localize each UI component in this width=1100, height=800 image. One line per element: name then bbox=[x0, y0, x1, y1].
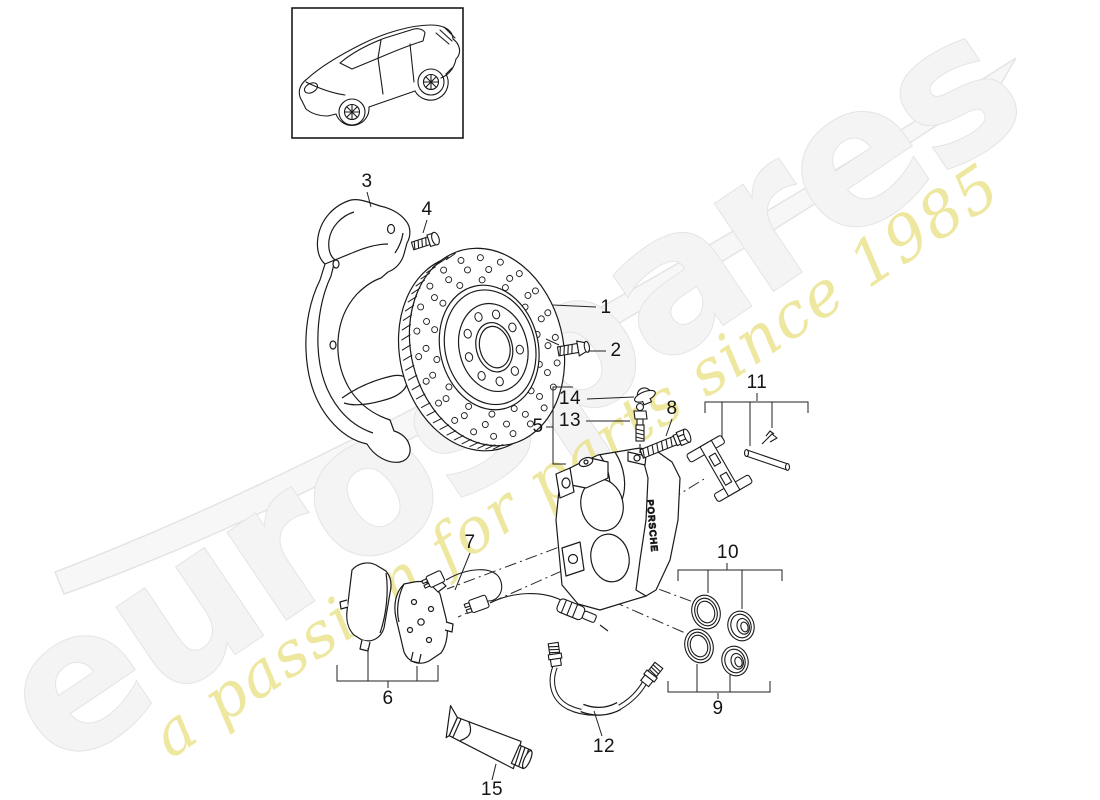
screw-2-drawing bbox=[556, 340, 591, 357]
cotter-clip-drawing bbox=[761, 430, 778, 445]
disc-vent-hatch bbox=[401, 252, 504, 450]
part-callout-10: 10 bbox=[716, 542, 740, 563]
retaining-clip-set-drawing bbox=[686, 430, 791, 502]
part-callout-2: 2 bbox=[610, 340, 622, 361]
part-callout-9: 9 bbox=[712, 698, 724, 719]
part-callout-7: 7 bbox=[464, 532, 476, 553]
part-callout-14: 14 bbox=[558, 388, 582, 409]
leader-lines bbox=[336, 191, 809, 781]
part-callout-12: 12 bbox=[592, 736, 616, 757]
part-callout-8: 8 bbox=[666, 398, 678, 419]
part-callout-11: 11 bbox=[746, 372, 768, 393]
part-callout-4: 4 bbox=[421, 199, 433, 220]
car-thumbnail-frame bbox=[291, 7, 464, 139]
dust-cap-drawing bbox=[634, 387, 656, 406]
bleeder-valve-drawing bbox=[633, 402, 648, 460]
car-icon bbox=[298, 24, 461, 126]
watermark-swoosh-icon bbox=[54, 57, 1017, 595]
brake-pads-drawing bbox=[339, 562, 454, 664]
lubricant-tube-drawing bbox=[445, 705, 533, 770]
disc-lug-holes bbox=[463, 309, 524, 387]
bolt-8-drawing bbox=[639, 428, 692, 459]
part-callout-1: 1 bbox=[600, 297, 612, 318]
part-callout-5: 5 bbox=[532, 416, 544, 437]
car-thumbnail bbox=[291, 7, 464, 139]
brake-disc-drawing bbox=[397, 247, 566, 452]
protective-plate-drawing bbox=[305, 199, 411, 463]
part-callout-6: 6 bbox=[382, 688, 394, 709]
part-callout-13: 13 bbox=[558, 410, 582, 431]
seal-set-drawing bbox=[684, 594, 755, 677]
part-callout-3: 3 bbox=[361, 171, 373, 192]
brake-caliper-drawing: PORSCHE bbox=[555, 447, 681, 611]
part-callout-15: 15 bbox=[480, 779, 504, 800]
disc-drill-holes bbox=[413, 254, 561, 440]
wear-sensor-drawing bbox=[421, 569, 609, 632]
retaining-pin-drawing bbox=[743, 449, 791, 471]
screw-4-drawing bbox=[410, 231, 440, 251]
brake-hose-drawing bbox=[547, 641, 664, 716]
